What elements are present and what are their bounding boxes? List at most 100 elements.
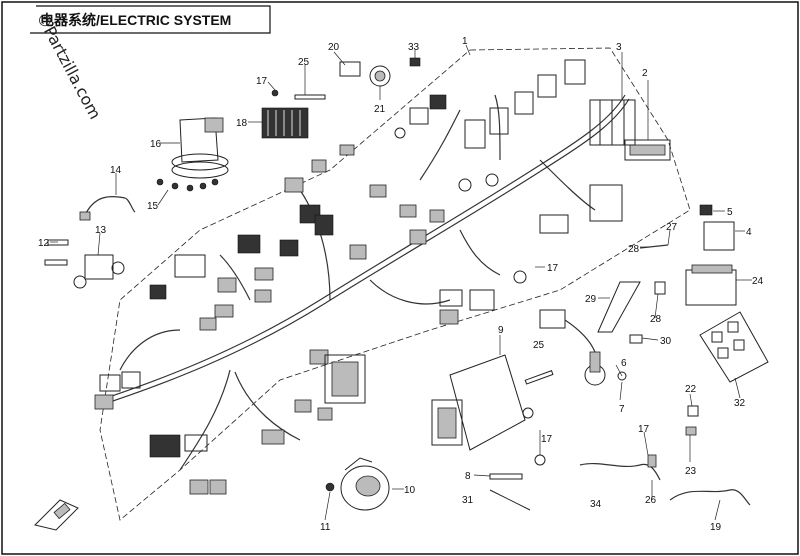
regulator <box>261 107 309 139</box>
front-arrow-icon <box>34 499 79 531</box>
ecu-connector <box>324 354 366 404</box>
connector <box>189 479 209 495</box>
callout-25-sensor: 25 <box>533 340 545 351</box>
screw <box>271 89 279 97</box>
callout-23: 23 <box>685 466 697 477</box>
connector <box>489 107 509 135</box>
callout-29: 29 <box>585 294 597 305</box>
connector <box>589 184 623 222</box>
connector <box>314 214 334 236</box>
callout-31: 31 <box>462 495 474 506</box>
bolt <box>489 473 523 480</box>
callout-34: 34 <box>590 499 602 510</box>
sensor-plug <box>79 211 91 221</box>
terminal <box>394 127 406 139</box>
connector <box>537 74 557 98</box>
fuse-label-sheet <box>699 311 769 383</box>
callout-9: 9 <box>498 325 504 336</box>
diagram-title: 电器系统/ELECTRIC SYSTEM <box>40 12 231 28</box>
connector <box>339 144 355 156</box>
connector <box>214 304 234 318</box>
callout-14: 14 <box>110 165 122 176</box>
callout-5: 5 <box>727 207 733 218</box>
lead-wire <box>669 489 751 506</box>
callout-27: 27 <box>666 222 678 233</box>
connector <box>399 204 417 218</box>
connector <box>94 394 114 410</box>
harness-boundary <box>99 47 691 521</box>
bolt <box>294 94 326 100</box>
relay-block <box>174 254 206 278</box>
connector <box>409 229 427 245</box>
clip <box>409 57 421 67</box>
connector <box>309 349 329 365</box>
lead-wire <box>579 462 661 481</box>
callout-26: 26 <box>645 495 657 506</box>
connector <box>217 277 237 293</box>
connector <box>284 177 304 193</box>
horn <box>340 457 390 511</box>
connector <box>429 94 447 110</box>
relay <box>703 221 735 251</box>
connector <box>429 209 445 223</box>
callout-17-harness: 17 <box>547 263 559 274</box>
connector <box>254 267 274 281</box>
connector <box>261 429 285 445</box>
screw <box>524 370 554 385</box>
connector <box>369 184 387 198</box>
grommet <box>522 407 534 419</box>
connector <box>464 119 486 149</box>
callout-32: 32 <box>734 398 746 409</box>
callout-4: 4 <box>746 227 752 238</box>
bracket <box>629 334 643 344</box>
battery <box>685 264 737 306</box>
harness-connectors <box>94 59 623 495</box>
connector <box>539 309 566 329</box>
connector <box>539 214 569 234</box>
callout-30: 30 <box>660 336 672 347</box>
ignition-coil <box>156 117 229 192</box>
cable <box>639 244 669 249</box>
callout-1: 1 <box>462 36 468 47</box>
callout-22: 22 <box>685 384 697 395</box>
connector <box>99 374 121 392</box>
callout-7: 7 <box>619 404 625 415</box>
connector <box>209 479 227 495</box>
connector <box>254 289 272 303</box>
callout-11: 11 <box>320 522 331 533</box>
callout-28-bottom: 28 <box>650 314 662 325</box>
ecu-connector-pins <box>331 361 359 397</box>
callout-28-top: 28 <box>628 244 640 255</box>
leader-lines <box>50 44 752 521</box>
fuse <box>685 426 697 436</box>
callout-13: 13 <box>95 225 107 236</box>
connector <box>439 289 463 307</box>
callout-17-regulator: 17 <box>256 76 268 87</box>
connector <box>149 434 181 458</box>
callout-25-top: 25 <box>298 57 310 68</box>
connector <box>439 309 459 325</box>
battery-strap <box>597 281 641 333</box>
relay-box <box>589 99 636 146</box>
connector <box>237 234 261 254</box>
pin <box>489 489 531 511</box>
connector <box>564 59 586 85</box>
switch-assembly <box>44 239 125 289</box>
connector <box>311 159 327 173</box>
callout-24: 24 <box>752 276 764 287</box>
main-wiring-harness <box>99 94 630 471</box>
fuse <box>699 204 713 216</box>
starter-relay <box>339 61 391 87</box>
callout-16: 16 <box>150 139 162 150</box>
callout-17-lead: 17 <box>638 424 650 435</box>
bracket <box>654 281 666 295</box>
callout-33: 33 <box>408 42 420 53</box>
callout-21: 21 <box>374 104 386 115</box>
grommet <box>534 454 546 466</box>
terminal <box>513 270 527 284</box>
sensor-lead <box>564 319 596 353</box>
callout-18: 18 <box>236 118 248 129</box>
